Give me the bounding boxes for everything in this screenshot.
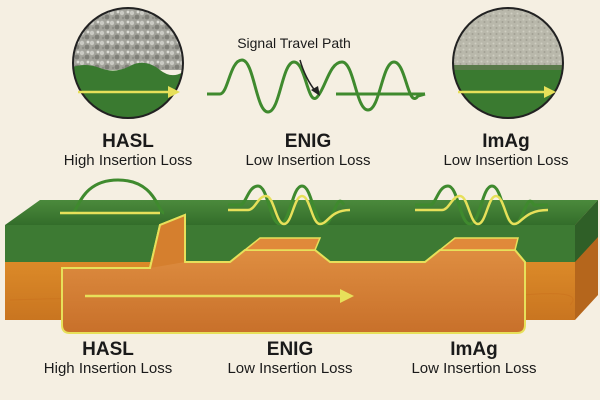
top-enig-loss: Low Insertion Loss (245, 152, 371, 169)
bottom-hasl-title: HASL (82, 339, 134, 360)
bottom-imag-loss: Low Insertion Loss (411, 360, 537, 377)
board-surface-signals (60, 178, 549, 226)
hasl-magnifier (72, 7, 184, 119)
pcb-board (5, 200, 598, 334)
top-imag-title: ImAg (482, 131, 530, 152)
bottom-enig-loss: Low Insertion Loss (227, 360, 353, 377)
top-hasl-loss: High Insertion Loss (63, 152, 193, 169)
bottom-hasl-loss: High Insertion Loss (43, 360, 173, 377)
signal-wave-top (207, 58, 426, 114)
signal-travel-path-label: Signal Travel Path (237, 35, 351, 51)
top-enig-title: ENIG (284, 131, 332, 152)
top-hasl-title: HASL (102, 131, 154, 152)
imag-magnifier (452, 7, 564, 119)
bottom-imag-title: ImAg (450, 339, 498, 360)
bottom-enig-title: ENIG (266, 339, 314, 360)
top-imag-loss: Low Insertion Loss (443, 152, 569, 169)
